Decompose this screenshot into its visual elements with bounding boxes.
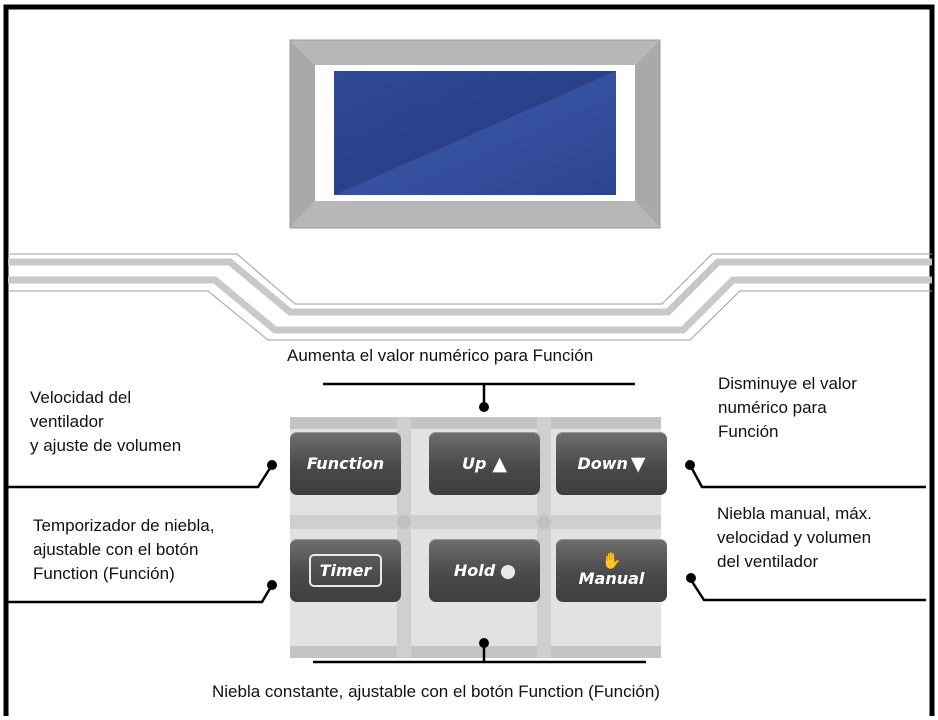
- function-callout: Velocidad del ventilador y ajuste de vol…: [30, 386, 181, 458]
- leader-dots: [267, 402, 696, 648]
- timer-button[interactable]: Timer: [290, 539, 401, 602]
- manual-callout-line: del ventilador: [717, 552, 819, 571]
- up-callout: Aumenta el valor numérico para Función: [287, 346, 594, 365]
- down-callout-line: numérico para: [718, 398, 827, 417]
- up-button-label: Up: [461, 454, 487, 473]
- decorative-band: [8, 253, 932, 341]
- function-callout-line: ventilador: [30, 412, 104, 431]
- timer-callout-line: Function (Función): [33, 564, 175, 583]
- function-button-label: Function: [306, 454, 385, 473]
- manual-callout-line: Niebla manual, máx.: [717, 504, 872, 523]
- down-callout-line: Función: [718, 422, 779, 441]
- function-callout-line: y ajuste de volumen: [30, 436, 182, 455]
- hand-icon: ✋: [601, 551, 622, 570]
- mist-dot-icon: [501, 564, 516, 579]
- hold-button-label: Hold: [453, 561, 496, 580]
- up-button[interactable]: Up ▲: [429, 432, 540, 495]
- lcd-screen: [334, 71, 616, 195]
- down-triangle-icon: ▼: [630, 452, 646, 475]
- display-bezel: [289, 39, 661, 229]
- down-button-label: Down: [577, 454, 628, 473]
- timer-callout-line: ajustable con el botón: [33, 540, 199, 559]
- hold-button[interactable]: Hold: [429, 539, 540, 602]
- manual-callout: Niebla manual, máx. velocidad y volumen …: [717, 502, 872, 574]
- down-callout-line: Disminuye el valor: [718, 374, 857, 393]
- timer-callout-line: Temporizador de niebla,: [33, 516, 215, 535]
- manual-button[interactable]: ✋ Manual: [556, 539, 667, 602]
- panel-frame: [3, 4, 935, 716]
- up-triangle-icon: ▲: [492, 452, 508, 475]
- hold-callout: Niebla constante, ajustable con el botón…: [212, 682, 660, 701]
- timer-callout: Temporizador de niebla, ajustable con el…: [33, 514, 214, 586]
- manual-button-label: Manual: [578, 569, 645, 588]
- down-callout: Disminuye el valor numérico para Función: [718, 372, 857, 444]
- manual-callout-line: velocidad y volumen: [717, 528, 872, 547]
- timer-button-label: Timer: [308, 554, 383, 587]
- down-button[interactable]: Down ▼: [556, 432, 667, 495]
- leader-lines: [8, 382, 926, 664]
- function-callout-line: Velocidad del: [30, 388, 132, 407]
- function-button[interactable]: Function: [290, 432, 401, 495]
